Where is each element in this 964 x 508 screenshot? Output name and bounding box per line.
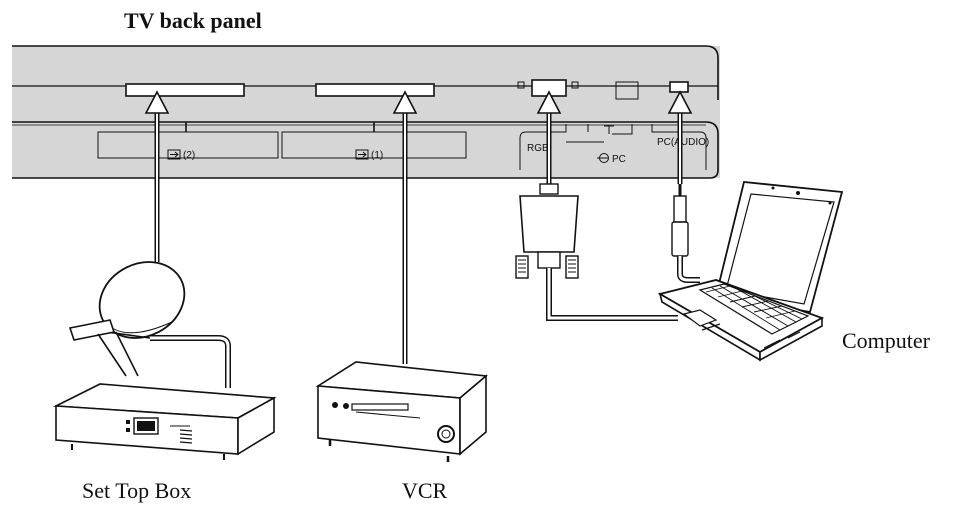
av1-slot: [315, 83, 435, 97]
av2-slot: [125, 83, 245, 97]
vcr-label: VCR: [402, 478, 448, 503]
satellite-dish-icon: [68, 261, 231, 388]
vga-connector-icon: [515, 183, 678, 321]
set-top-box-icon: [53, 383, 277, 460]
av-panels: (2) (1): [97, 122, 467, 161]
input-arrow-icon: [167, 149, 181, 160]
diagram-title: TV back panel: [124, 8, 262, 33]
connection-arrows: [144, 90, 693, 364]
input-arrow-icon: [355, 149, 369, 160]
av1-port-label: (1): [371, 150, 383, 161]
set-top-box-label: Set Top Box: [82, 478, 192, 503]
vcr-icon: [315, 361, 488, 462]
pc-audio-port-label: PC(AUDIO): [657, 137, 709, 148]
computer-label: Computer: [842, 328, 930, 353]
laptop-computer-icon: [657, 181, 844, 362]
av2-port-label: (2): [183, 150, 195, 161]
rgb-port-label: RGB: [527, 143, 549, 154]
audio-socket: [669, 81, 689, 93]
tv-back-panel: [12, 45, 720, 179]
audio-plug-icon: [671, 184, 700, 283]
pc-port-label: PC: [612, 154, 626, 165]
